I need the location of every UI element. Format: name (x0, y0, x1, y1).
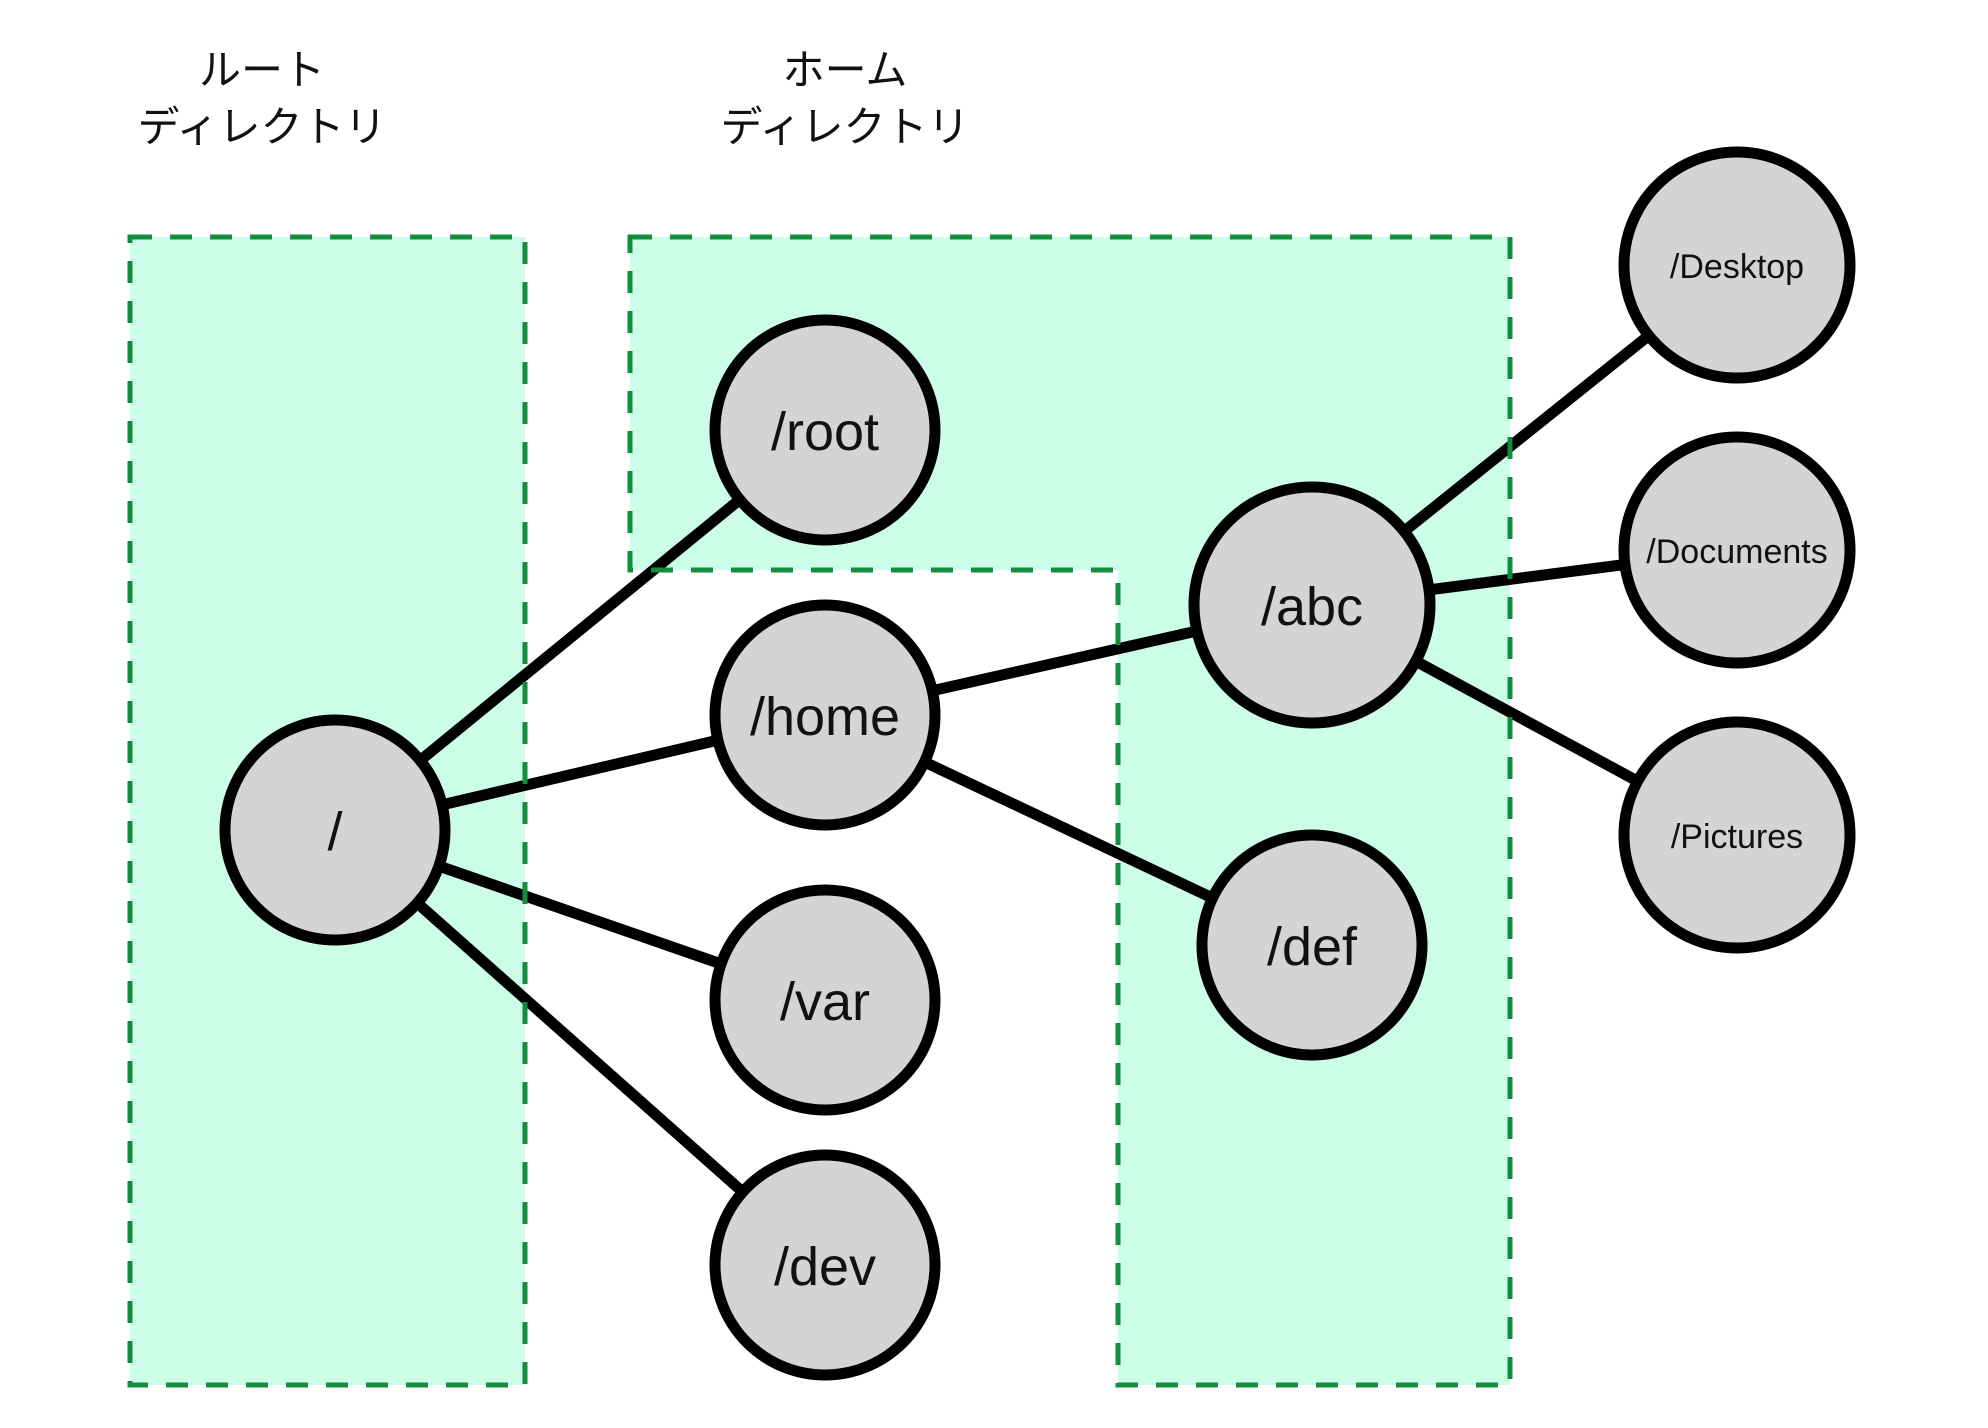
home-directory-caption-line2: ディレクトリ (720, 104, 969, 151)
node-var[interactable]: /var (709, 884, 941, 1116)
node-dev-label: /dev (774, 1237, 876, 1297)
node-home-label: /home (750, 687, 900, 747)
node-root-slash-label: / (327, 802, 342, 862)
node-root[interactable]: /root (709, 314, 941, 546)
region-outline-layer (127, 234, 1513, 1388)
edge-abc-pictures (1406, 653, 1647, 789)
node-desktop-label: /Desktop (1670, 248, 1804, 286)
home-directory-region-border (627, 234, 1513, 1388)
node-root-slash-shape[interactable] (219, 714, 451, 946)
node-def-label: /def (1267, 917, 1358, 977)
root-directory-caption-line2: ディレクトリ (137, 104, 386, 151)
node-abc[interactable]: /abc (1188, 481, 1436, 729)
root-directory-caption-line1: ルート (199, 47, 325, 94)
node-home[interactable]: /home (709, 599, 941, 831)
node-layer: / /root/home/var/dev/abc/def/Desktop/Docu… (219, 146, 1856, 1381)
node-root-label: /root (771, 402, 879, 462)
home-directory-caption-line1: ホーム (783, 47, 908, 94)
node-desktop-shape[interactable] (1618, 146, 1856, 384)
node-def-shape[interactable] (1196, 829, 1428, 1061)
node-var-label: /var (780, 972, 870, 1032)
node-desktop[interactable]: /Desktop (1618, 146, 1856, 384)
node-documents-label: /Documents (1646, 533, 1827, 571)
node-abc-label: /abc (1261, 577, 1363, 637)
edge-slash-var (429, 859, 731, 971)
root-directory-region-border (127, 234, 528, 1388)
node-pictures-shape[interactable] (1618, 716, 1856, 954)
edge-slash-home (432, 733, 728, 812)
node-pictures[interactable]: /Pictures (1618, 716, 1856, 954)
edge-slash-root (411, 491, 749, 769)
edge-home-abc (922, 624, 1207, 698)
node-dev[interactable]: /dev (709, 1149, 941, 1381)
node-documents-shape[interactable] (1618, 431, 1856, 669)
node-abc-shape[interactable] (1188, 481, 1436, 729)
node-root-shape[interactable] (709, 314, 941, 546)
node-root-slash[interactable]: / (219, 714, 451, 946)
node-dev-shape[interactable] (709, 1149, 941, 1381)
node-var-shape[interactable] (709, 884, 941, 1116)
node-documents[interactable]: /Documents (1618, 431, 1856, 669)
edge-abc-desktop (1395, 327, 1658, 540)
node-def[interactable]: /def (1196, 829, 1428, 1061)
node-pictures-label: /Pictures (1671, 818, 1803, 856)
edge-slash-dev (408, 894, 752, 1201)
edge-abc-documents (1419, 558, 1635, 596)
edge-home-def (915, 754, 1222, 906)
edge-layer (408, 327, 1658, 1201)
node-home-shape[interactable] (709, 599, 941, 831)
